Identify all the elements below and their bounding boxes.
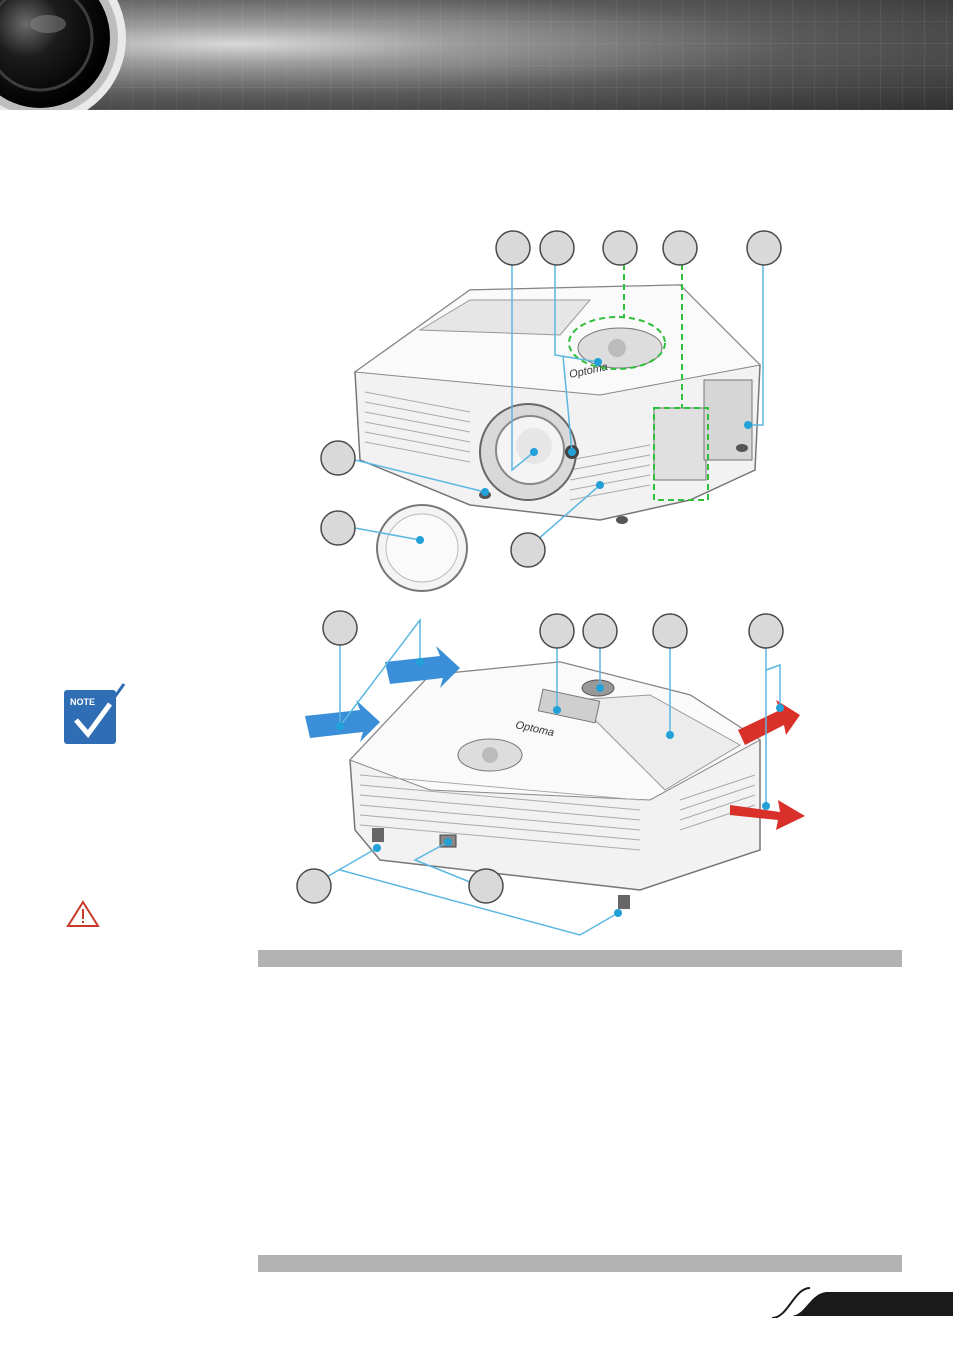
callout-circle [748,613,784,649]
keypad-highlight [568,316,666,370]
callout-circle [322,610,358,646]
section-divider-bar [258,950,902,967]
header-banner [0,0,953,110]
callout-circle [652,613,688,649]
projector-bottom-figure: Optoma [296,610,805,936]
section-divider-bar [258,1255,902,1272]
callout-circle [582,613,618,649]
callout-circle [510,532,546,568]
callout-circle [320,510,356,546]
callout-circle [746,230,782,266]
callout-circle [296,868,332,904]
callout-circle [539,613,575,649]
note-label: NOTE [70,697,95,707]
exhaust-arrow [730,700,805,830]
callout-circle [468,868,504,904]
lens-cap [376,504,468,592]
projector-bottom-body: Optoma [349,661,761,909]
intake-arrow [305,646,460,742]
projector-top-figure: Optoma [320,230,782,592]
callout-circle [602,230,638,266]
callout-circle [539,230,575,266]
io-panel-highlight [653,407,709,501]
callout-circle [662,230,698,266]
callout-circle [320,440,356,476]
callout-circle [495,230,531,266]
warning-triangle-icon [66,900,100,927]
lens-icon [0,0,126,110]
note-check-icon: NOTE [64,683,126,744]
page-number-tab [770,1287,953,1318]
projector-top-body: Optoma [353,284,762,524]
